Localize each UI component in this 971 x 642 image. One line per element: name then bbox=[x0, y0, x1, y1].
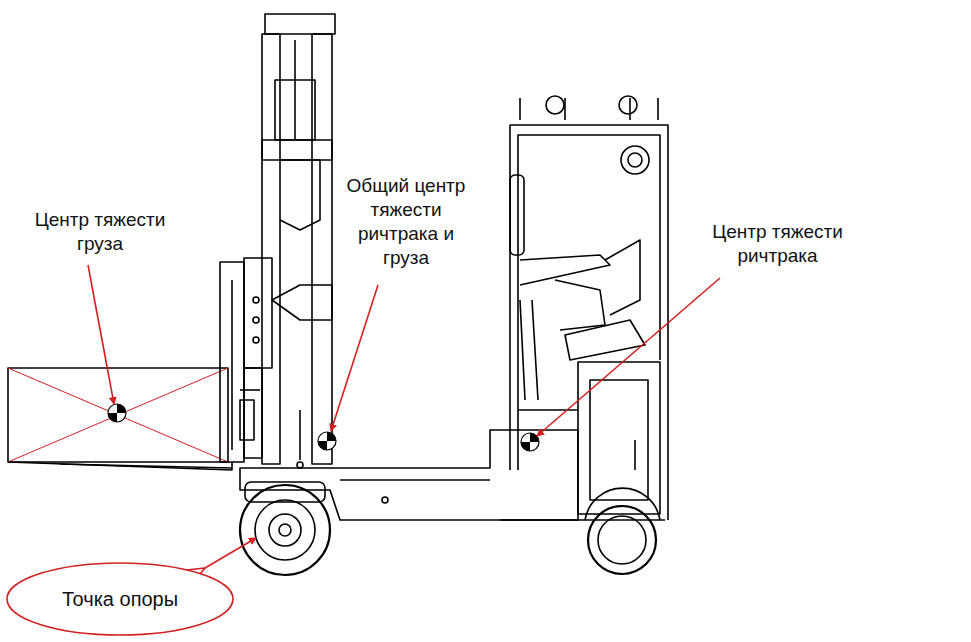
load-box bbox=[8, 368, 228, 462]
callout-label: Общий центр тяжести ричтрака и груза bbox=[342, 174, 470, 270]
leader-line bbox=[331, 285, 378, 431]
leader-line bbox=[537, 278, 720, 436]
leader-line bbox=[88, 265, 114, 404]
leader-line bbox=[205, 538, 256, 568]
callout-label: Центр тяжести ричтрака bbox=[690, 220, 865, 268]
speech-bubble: Точка опоры bbox=[6, 562, 234, 636]
bubble-text: Точка опоры bbox=[62, 588, 178, 611]
callout-label: Центр тяжести груза bbox=[20, 208, 180, 256]
